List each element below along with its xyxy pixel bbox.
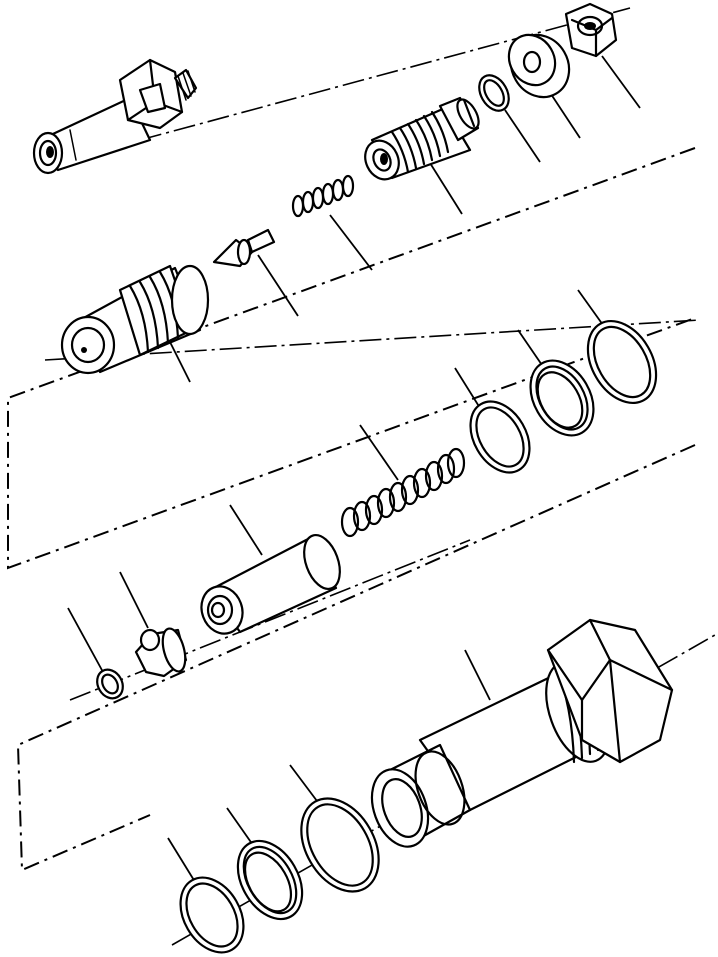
part-seat-small bbox=[134, 627, 188, 678]
part-o-ring-top bbox=[478, 74, 510, 112]
part-nut bbox=[564, 2, 618, 58]
part-o-ring-low-a bbox=[300, 797, 380, 893]
part-pilot-seat bbox=[60, 264, 210, 375]
part-washer-top bbox=[507, 33, 571, 99]
assembly-boundary-lines bbox=[7, 147, 696, 872]
part-main-poppet bbox=[200, 534, 341, 635]
part-adjusting-screw bbox=[364, 96, 480, 181]
part-sleeve-body bbox=[370, 618, 674, 848]
part-pilot-poppet bbox=[212, 228, 276, 268]
part-pilot-spring bbox=[291, 174, 355, 218]
part-backup-ring-low bbox=[236, 839, 304, 921]
part-o-ring-low-b bbox=[179, 876, 245, 954]
part-o-ring-mid-b bbox=[586, 319, 658, 405]
part-pilot-valve-body bbox=[32, 58, 198, 175]
part-snap-ring bbox=[96, 668, 124, 700]
part-backup-ring-mid bbox=[469, 400, 531, 474]
part-o-ring-mid-a bbox=[529, 359, 595, 437]
center-axis-lines bbox=[44, 7, 716, 946]
part-main-spring bbox=[340, 447, 466, 538]
